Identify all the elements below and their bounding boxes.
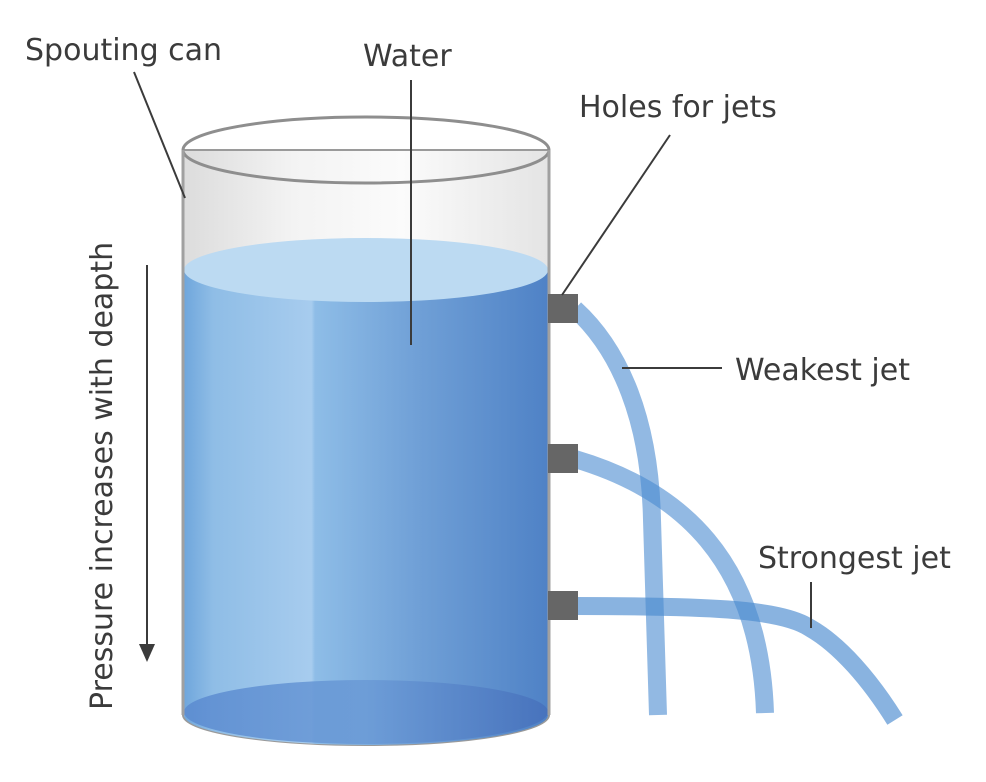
jet-holes [548, 294, 578, 620]
label-spouting-can: Spouting can [25, 33, 222, 68]
spouting-can [181, 115, 551, 746]
holes-leader [561, 134, 671, 296]
label-holes-for-jets: Holes for jets [579, 90, 777, 125]
water-bottom [184, 680, 548, 744]
strongest-jet [574, 597, 903, 725]
hole-top [548, 294, 578, 323]
label-water: Water [363, 39, 452, 74]
label-weakest-jet: Weakest jet [735, 353, 910, 388]
pressure-arrow [139, 265, 155, 662]
water-jets [568, 302, 903, 725]
arrow-down-icon [139, 644, 155, 662]
hole-middle [548, 444, 578, 473]
label-strongest-jet: Strongest jet [758, 541, 951, 576]
hole-bottom [548, 591, 578, 620]
middle-jet [572, 450, 774, 714]
weakest-jet [568, 302, 667, 716]
spouting-can-leader [133, 71, 186, 199]
label-pressure-depth: Pressure increases with deapth [85, 242, 120, 710]
water-surface [184, 238, 548, 302]
water-body [184, 270, 548, 745]
